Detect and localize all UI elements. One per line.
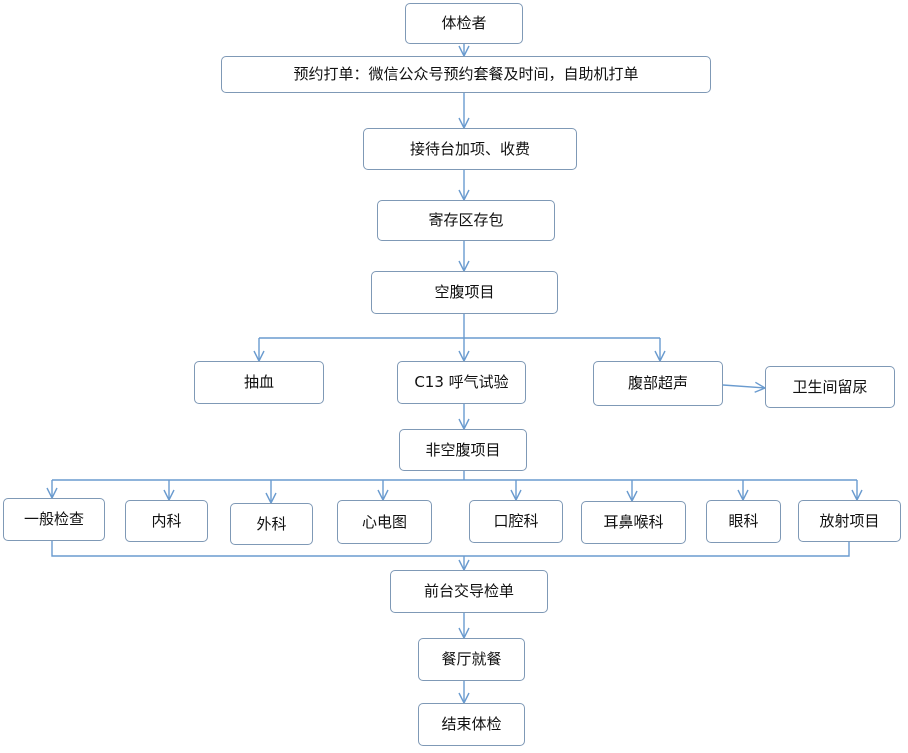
node-dental: 口腔科 <box>469 500 563 543</box>
line-non-fasting-split <box>52 471 857 481</box>
node-blood-draw: 抽血 <box>194 361 324 404</box>
node-non-fasting: 非空腹项目 <box>399 429 527 471</box>
node-meal: 餐厅就餐 <box>418 638 525 681</box>
node-abdominal-ultrasound: 腹部超声 <box>593 361 723 406</box>
node-fasting: 空腹项目 <box>371 271 558 314</box>
node-general-exam: 一般检查 <box>3 498 105 541</box>
node-ophthalmology: 眼科 <box>706 500 781 543</box>
line-fasting-split <box>259 314 660 339</box>
node-booking: 预约打单：微信公众号预约套餐及时间，自助机打单 <box>221 56 711 93</box>
node-ecg: 心电图 <box>337 500 432 544</box>
node-examinee: 体检者 <box>405 3 523 44</box>
node-storage: 寄存区存包 <box>377 200 555 241</box>
arrow-ultrasound-to-restroom <box>722 385 765 388</box>
node-restroom-urine: 卫生间留尿 <box>765 366 895 408</box>
node-c13-breath-test: C13 呼气试验 <box>397 361 526 404</box>
node-internal-medicine: 内科 <box>125 500 208 542</box>
node-surgery: 外科 <box>230 503 313 545</box>
line-non-fasting-merge <box>51 541 850 557</box>
node-reception: 接待台加项、收费 <box>363 128 577 170</box>
node-finish: 结束体检 <box>418 703 525 746</box>
node-submit-form: 前台交导检单 <box>390 570 548 613</box>
node-radiology: 放射项目 <box>798 500 901 542</box>
node-ent: 耳鼻喉科 <box>581 501 686 544</box>
